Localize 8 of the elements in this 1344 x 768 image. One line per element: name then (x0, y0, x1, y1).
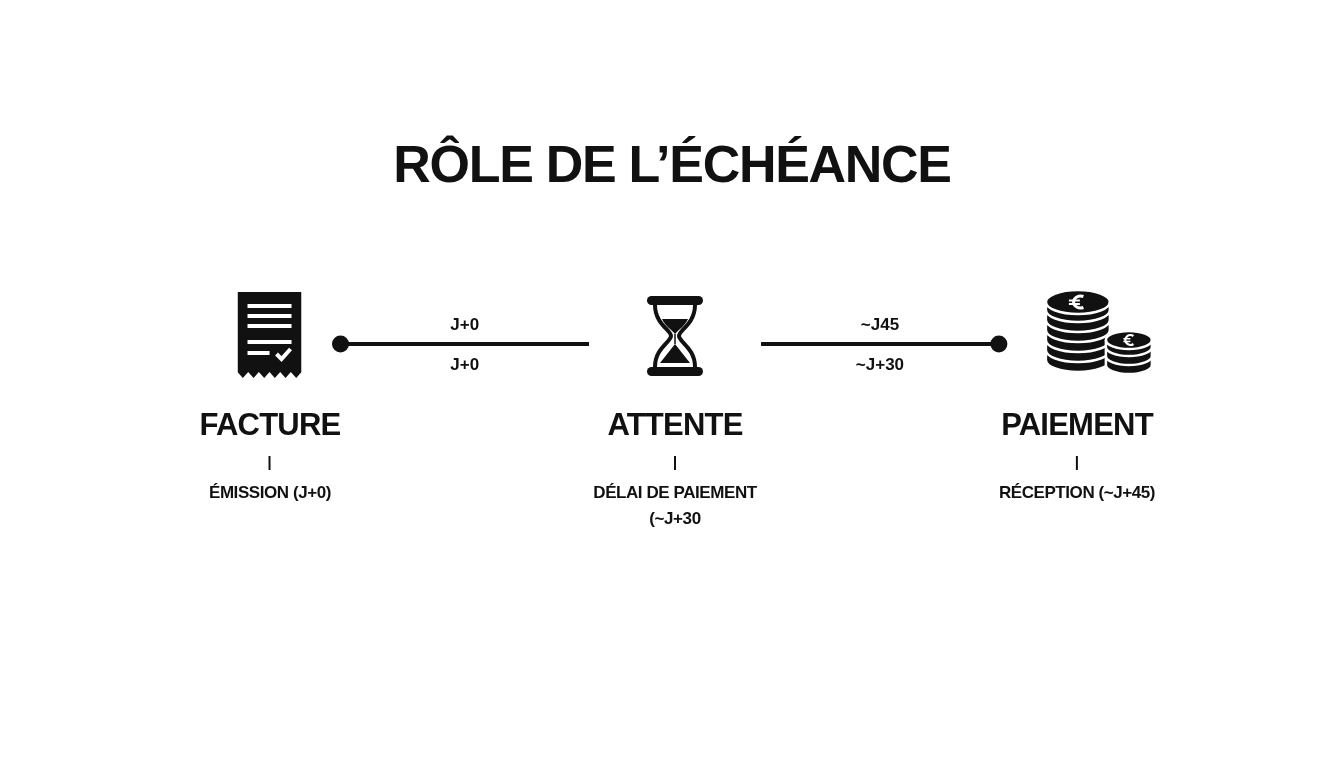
connector-line (332, 335, 589, 353)
step-heading: FACTURE (199, 409, 341, 440)
connector-line (761, 335, 1008, 353)
step-caption: ÉMISSION (J+0) (208, 482, 332, 504)
step-heading: PAIEMENT (1001, 409, 1153, 440)
step-caption: DÉLAI DE PAIEMENT (~J+30 (592, 482, 758, 530)
step-caption: RÉCEPTION (~J+45) (998, 482, 1156, 504)
step-heading: ATTENTE (607, 409, 743, 440)
